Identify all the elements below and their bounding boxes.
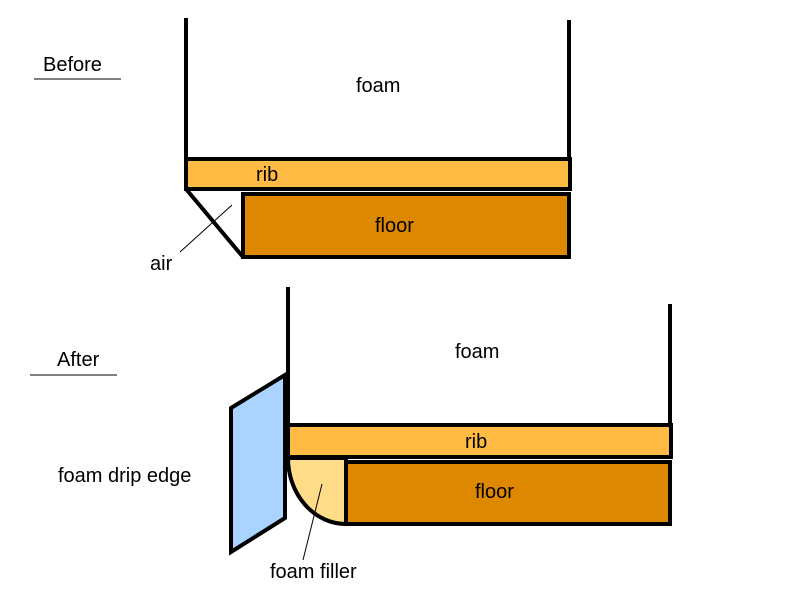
after-floor-label: floor	[475, 481, 514, 503]
before-air-gap-edge	[184, 187, 245, 259]
before-air-label: air	[150, 253, 173, 275]
after-filler-leader-line	[302, 483, 323, 561]
before-foam-label: foam	[356, 75, 400, 97]
after-section: After foam rib floor foam filler foam dr…	[30, 287, 673, 583]
after-drip-edge-label: foam drip edge	[58, 465, 191, 487]
before-floor-label: floor	[375, 215, 414, 237]
after-heading: After	[57, 349, 100, 371]
after-floor	[344, 460, 672, 526]
after-foam-label: foam	[455, 341, 499, 363]
before-rib-label: rib	[256, 164, 278, 186]
before-heading: Before	[43, 54, 102, 76]
before-section: Before foam rib floor air	[34, 18, 572, 275]
after-foam-filler	[285, 456, 348, 527]
before-air-leader-line	[179, 204, 233, 253]
before-floor	[241, 192, 571, 259]
after-foam-drip-edge	[229, 371, 287, 556]
before-rib	[184, 157, 572, 191]
after-rib-label: rib	[465, 431, 487, 453]
after-rib	[286, 423, 673, 459]
after-filler-label: foam filler	[270, 561, 357, 583]
